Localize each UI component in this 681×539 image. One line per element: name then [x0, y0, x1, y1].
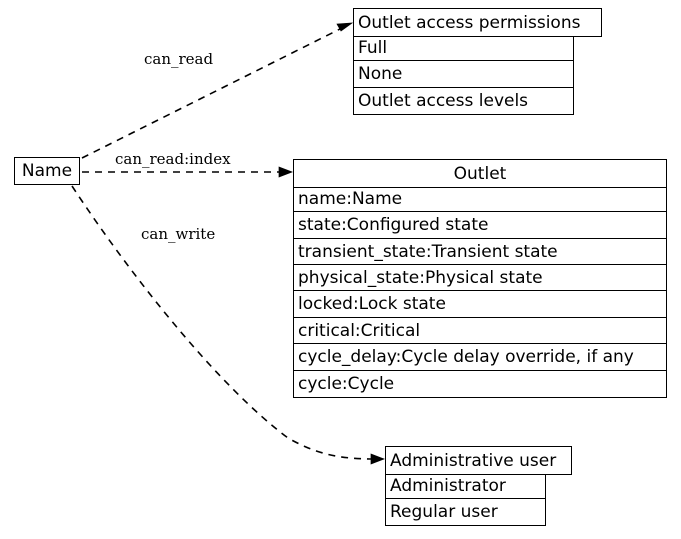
record-row-state[interactable]: state:Configured state: [293, 211, 667, 240]
record-row-regular-user[interactable]: Regular user: [385, 498, 546, 527]
edge-can-read-index-arrowhead: [278, 166, 293, 178]
edge-label-can-write: can_write: [141, 225, 216, 243]
record-row-full[interactable]: Full: [353, 33, 574, 62]
record-row-transient-state[interactable]: transient_state:Transient state: [293, 237, 667, 266]
edge-can-read-index: [82, 166, 293, 178]
edge-can-write-arrowhead: [370, 453, 385, 465]
record-row-administrator[interactable]: Administrator: [385, 471, 546, 500]
node-name-label: Name: [21, 161, 73, 181]
edge-can-read-arrowhead: [336, 22, 354, 32]
edge-label-can-read-index: can_read:index: [115, 150, 231, 168]
record-title-outlet[interactable]: Outlet: [293, 159, 667, 188]
record-row-outlet-access-levels[interactable]: Outlet access levels: [353, 86, 574, 115]
record-title-outlet-access-permissions[interactable]: Outlet access permissions: [353, 8, 602, 37]
record-row-physical-state[interactable]: physical_state:Physical state: [293, 264, 667, 292]
record-row-locked[interactable]: locked:Lock state: [293, 290, 667, 319]
edge-label-can-read: can_read: [144, 50, 214, 68]
edge-can-read: [81, 22, 354, 159]
record-title-administrative-user[interactable]: Administrative user: [385, 446, 572, 475]
record-row-none[interactable]: None: [353, 60, 574, 89]
node-name[interactable]: Name: [14, 157, 80, 185]
record-row-cycle[interactable]: cycle:Cycle: [293, 369, 667, 398]
edge-can-read-path: [81, 26, 345, 159]
record-row-critical[interactable]: critical:Critical: [293, 316, 667, 345]
record-row-cycle-delay[interactable]: cycle_delay:Cycle delay override, if any: [293, 343, 667, 372]
record-row-name[interactable]: name:Name: [293, 184, 667, 213]
